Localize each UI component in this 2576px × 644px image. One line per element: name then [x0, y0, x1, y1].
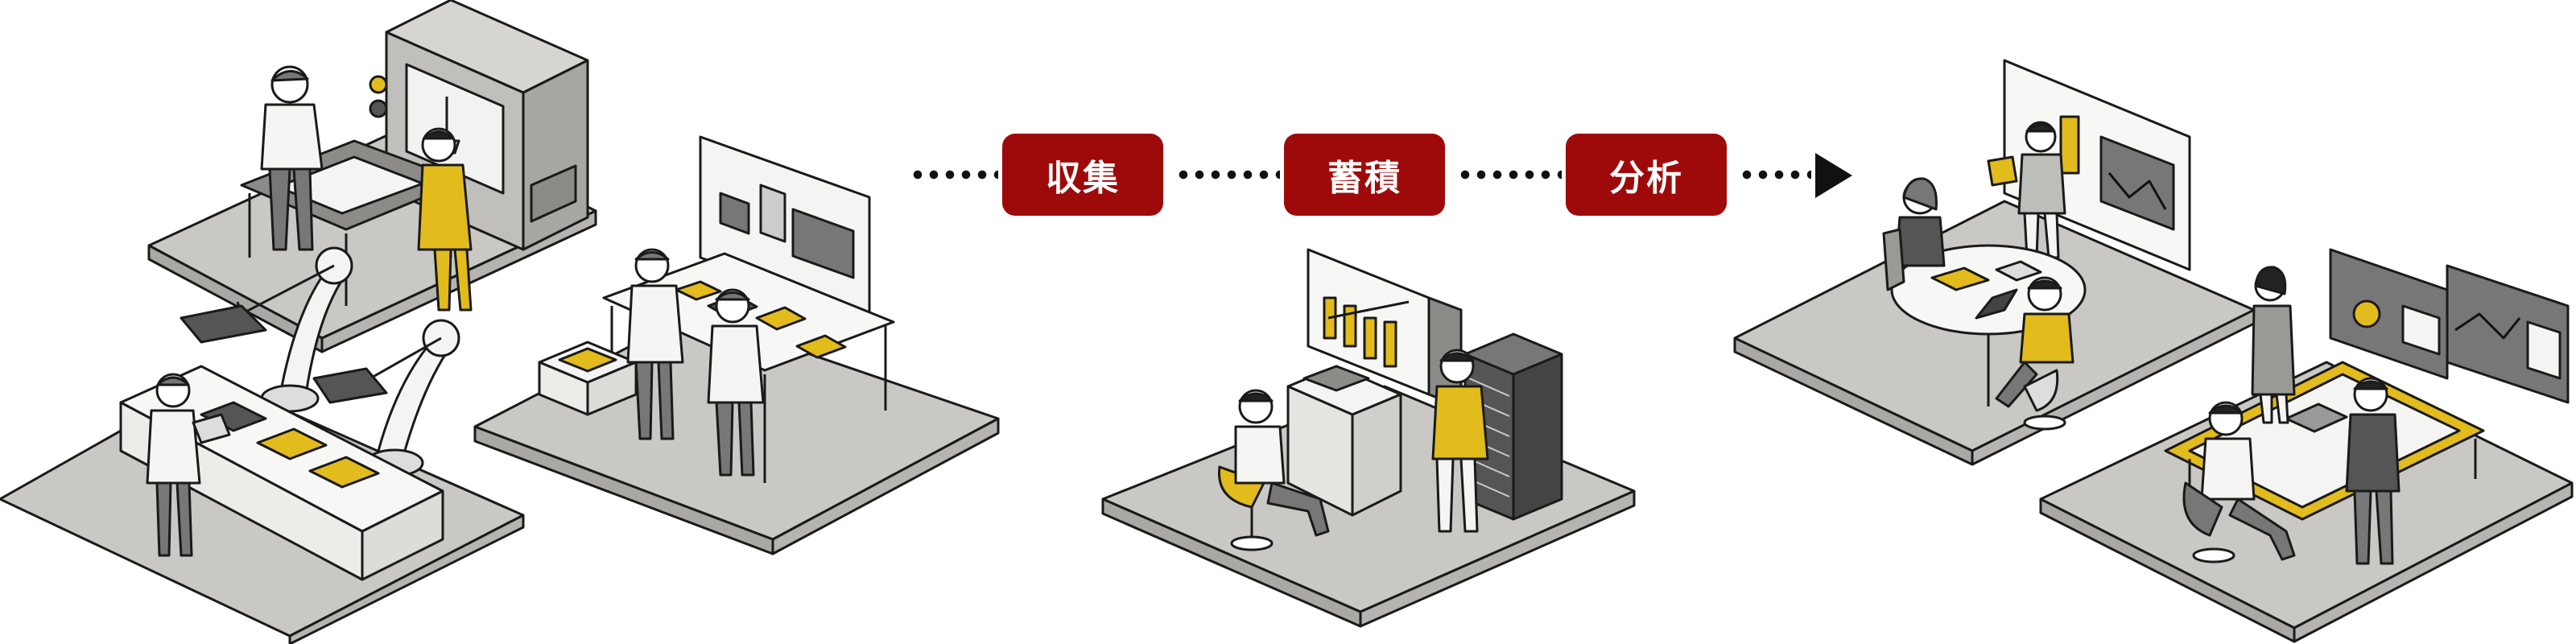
step-collect-label: 収集 [1002, 134, 1163, 216]
arrow-right-icon [1815, 153, 1852, 198]
step-store-label: 蓄積 [1284, 134, 1445, 216]
step-analyze-label: 分析 [1566, 134, 1727, 216]
flow-dots-3 [1457, 170, 1562, 180]
flow-dots-2 [1175, 170, 1280, 180]
flow-dots-1 [910, 170, 998, 180]
flow-dots-4 [1739, 170, 1811, 180]
factory-scene [0, 0, 1000, 644]
